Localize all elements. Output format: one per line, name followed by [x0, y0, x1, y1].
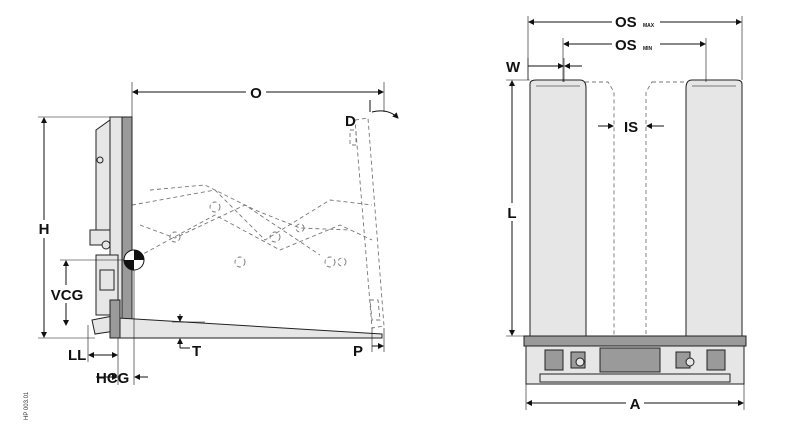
fork-right	[685, 79, 743, 337]
label-d: D	[345, 113, 356, 130]
label-os-max: OS	[615, 14, 637, 31]
label-w: W	[506, 59, 521, 76]
label-t: T	[192, 343, 201, 360]
fork-heel	[109, 299, 121, 339]
base-carriage	[523, 335, 747, 347]
label-l: L	[507, 205, 516, 222]
label-o: O	[250, 85, 262, 102]
label-os-min-sub: MIN	[643, 46, 653, 52]
center-of-gravity-symbol	[123, 249, 145, 271]
front-view: OS MAX OS MIN W IS L A	[503, 12, 747, 413]
fork	[117, 317, 383, 339]
label-os-max-sub: MAX	[643, 23, 655, 29]
side-view: O D H VCG LL HCG T	[24, 82, 399, 420]
label-h: H	[39, 221, 50, 238]
label-ll: LL	[68, 347, 86, 364]
label-p: P	[353, 343, 363, 360]
label-is: IS	[624, 119, 638, 136]
label-os-min: OS	[615, 37, 637, 54]
extended-mechanism-ghost	[131, 117, 385, 329]
label-vcg: VCG	[51, 287, 84, 304]
fork-left	[529, 79, 587, 337]
drawing-code: HP 003.01	[24, 391, 30, 420]
label-hcg: HCG	[96, 370, 129, 387]
dimension-d-arc	[371, 110, 399, 119]
label-a: A	[630, 396, 641, 413]
